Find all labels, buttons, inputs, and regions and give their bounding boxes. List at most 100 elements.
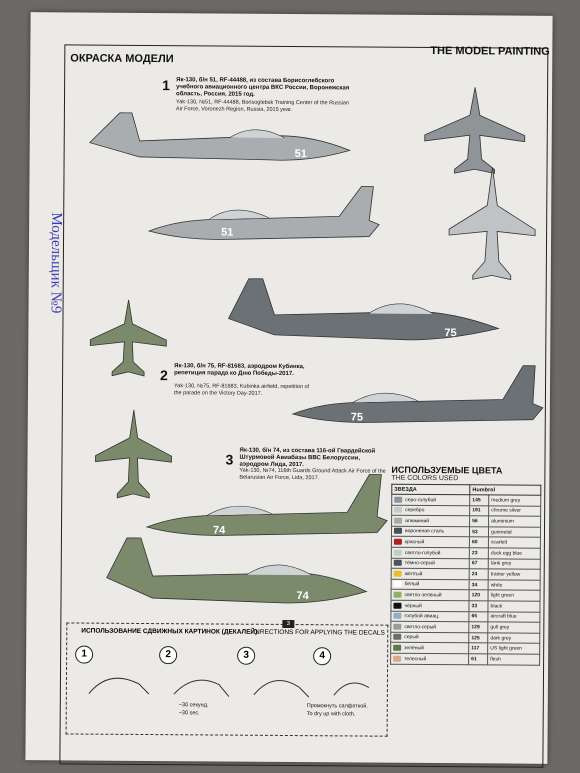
scheme-1-side-view-upper: 51 <box>88 112 351 161</box>
humbrol-number: 191 <box>469 505 489 517</box>
color-name-en: aircraft blue <box>487 611 540 623</box>
color-name-en: medium grey <box>488 494 541 506</box>
col-header-humbrol: Humbrol <box>469 484 541 496</box>
color-name-ru: красный <box>391 536 470 548</box>
paint-jar-icon <box>393 559 402 566</box>
paint-jar-icon <box>393 581 402 588</box>
color-name-ru: серо-голубой <box>391 494 470 506</box>
scheme-3-side-view-upper: 74 <box>145 474 388 537</box>
decal-note-4-ru: Промокнуть салфеткой. <box>306 703 368 710</box>
color-ru-label: голубой авиац. <box>404 613 440 620</box>
paint-jar-icon <box>393 591 402 598</box>
paint-jar-icon <box>393 623 402 630</box>
color-ru-label: тёмно-серый <box>404 560 435 567</box>
decal-title-ru: ИСПОЛЬЗОВАНИЕ СДВИЖНЫХ КАРТИНОК (ДЕКАЛЕЙ… <box>81 627 260 636</box>
color-name-en: aluminium <box>488 516 541 528</box>
humbrol-number: 34 <box>469 579 489 591</box>
humbrol-number: 33 <box>469 600 489 612</box>
color-name-en: chrome silver <box>488 505 541 517</box>
colors-title-en: THE COLORS USED <box>391 474 459 483</box>
colors-legend: ИСПОЛЬЗУЕМЫЕ ЦВЕТА THE COLORS USED ЗВЕЗД… <box>390 465 541 666</box>
humbrol-number: 53 <box>469 526 489 538</box>
scheme-2-tail-number-lower: 75 <box>351 411 363 423</box>
scheme-3-tail-number-upper: 74 <box>213 524 226 536</box>
paint-jar-icon <box>393 602 402 609</box>
decal-illustrations <box>88 677 370 698</box>
scheme-2-side-view-upper: 75 <box>227 278 500 341</box>
color-name-ru: телесный <box>390 653 469 665</box>
paint-jar-icon <box>393 528 403 535</box>
humbrol-number: 61 <box>468 653 488 665</box>
humbrol-number: 129 <box>468 621 488 633</box>
scheme-1-top-view <box>424 87 526 174</box>
scheme-1-bottom-view <box>448 167 536 281</box>
color-name-en: gunmetal <box>488 526 541 538</box>
decal-step-3: 3 <box>237 646 256 665</box>
scheme-2-side-view-lower: 75 <box>291 365 544 424</box>
color-name-ru: серебро <box>391 504 470 516</box>
color-name-ru: белый <box>391 578 470 591</box>
paint-jar-icon <box>394 517 403 524</box>
color-name-en: light green <box>488 590 541 602</box>
paint-jar-icon <box>393 655 402 662</box>
color-name-ru: светло-зелёный <box>391 589 470 601</box>
decal-directions: ИСПОЛЬЗОВАНИЕ СДВИЖНЫХ КАРТИНОК (ДЕКАЛЕЙ… <box>65 622 389 737</box>
color-name-en: tank grey <box>488 558 541 570</box>
scheme-3-top-view <box>95 409 172 499</box>
color-name-ru: светло-голубой <box>391 547 470 559</box>
decal-step-1: 1 <box>75 645 94 664</box>
color-name-en: gull grey <box>487 622 540 633</box>
color-name-ru: жёлтый <box>391 568 470 580</box>
color-name-ru: голубой авиац. <box>390 610 470 622</box>
humbrol-number: 24 <box>469 568 489 580</box>
paint-jar-icon <box>394 496 403 503</box>
color-name-en: US light green <box>487 643 540 655</box>
color-name-ru: вороненая сталь <box>391 526 470 538</box>
scheme-1-number: 1 <box>162 77 170 94</box>
color-name-ru: зелёный <box>390 642 469 654</box>
color-ru-label: вороненая сталь <box>404 528 445 535</box>
color-name-en: trainer yellow <box>488 569 541 581</box>
color-ru-label: серебро <box>405 507 425 514</box>
paint-jar-icon <box>393 538 402 545</box>
paint-jar-icon <box>393 644 402 651</box>
color-name-en: duck egg blue <box>488 547 541 559</box>
color-ru-label: красный <box>404 539 425 546</box>
color-ru-label: серо-голубой <box>405 496 437 503</box>
color-ru-label: светло-голубой <box>404 549 441 556</box>
scheme-3-tail-number-lower: 74 <box>297 590 310 602</box>
scheme-1-title: Як-130, б/н 51, RF-44488, из состава Бор… <box>176 77 350 98</box>
color-name-en: flesh <box>487 653 540 665</box>
decal-step-2: 2 <box>159 646 178 665</box>
scheme-2-top-view <box>89 299 167 377</box>
scheme-2-tail-number-upper: 75 <box>444 327 456 339</box>
color-name-ru: серый <box>390 631 469 644</box>
paint-jar-icon <box>394 506 403 514</box>
paint-jar-icon <box>393 612 402 619</box>
instruction-sheet: ОКРАСКА МОДЕЛИ THE MODEL PAINTING Модель… <box>25 12 553 768</box>
decal-step-4: 4 <box>313 647 332 666</box>
color-ru-label: светло-зелёный <box>404 592 442 599</box>
color-ru-label: белый <box>404 581 420 588</box>
page-number: 3 <box>282 619 295 629</box>
scheme-3-side-view-lower: 74 <box>106 537 368 604</box>
color-ru-label: зелёный <box>404 645 424 652</box>
color-name-en: white <box>488 579 541 591</box>
scheme-1-tail-number-lower: 51 <box>221 227 233 239</box>
color-ru-label: чёрный <box>404 602 422 609</box>
humbrol-number: 125 <box>468 632 488 644</box>
page-title-ru: ОКРАСКА МОДЕЛИ <box>70 52 174 66</box>
decal-note-4-en: To dry up with cloth. <box>306 711 356 718</box>
humbrol-number: 56 <box>469 515 489 527</box>
decal-note-2-en: ~30 sec. <box>178 710 200 717</box>
decal-note-2-ru: ~30 секунд. <box>178 702 209 709</box>
color-ru-label: светло-серый <box>404 623 437 631</box>
humbrol-number: 67 <box>469 558 489 570</box>
humbrol-number: 117 <box>468 643 488 654</box>
color-name-ru: алюминий <box>391 515 470 527</box>
page-title-en: THE MODEL PAINTING <box>430 44 550 58</box>
paint-jar-icon <box>393 634 402 641</box>
col-header-zvezda: ЗВЕЗДА <box>391 484 470 495</box>
color-name-en: black <box>488 600 541 612</box>
